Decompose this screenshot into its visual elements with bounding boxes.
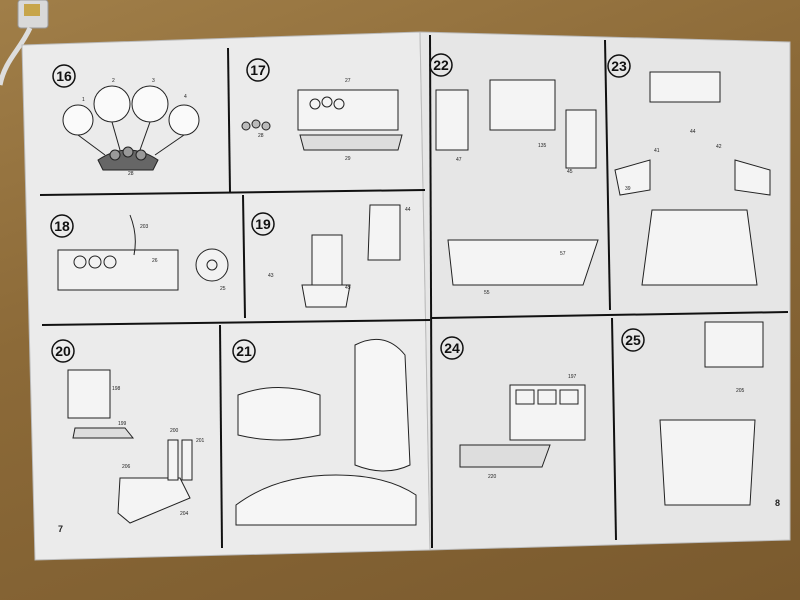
svg-text:25: 25 <box>220 286 226 292</box>
page-number-right: 8 <box>775 498 780 508</box>
svg-text:201: 201 <box>196 438 205 444</box>
svg-text:220: 220 <box>488 474 497 480</box>
svg-text:4: 4 <box>184 94 187 100</box>
dashboard-drawing <box>241 89 403 151</box>
svg-text:57: 57 <box>560 251 566 257</box>
svg-text:2: 2 <box>112 78 115 84</box>
step-numbers: 16 17 18 19 20 21 22 23 24 25 <box>50 53 645 363</box>
svg-text:55: 55 <box>484 290 490 296</box>
step-25: 25 <box>625 332 641 348</box>
svg-text:29: 29 <box>345 156 351 162</box>
step-19: 19 <box>255 216 271 232</box>
step-22: 22 <box>433 57 449 73</box>
svg-text:198: 198 <box>112 386 121 392</box>
svg-text:200: 200 <box>170 428 179 434</box>
svg-text:45: 45 <box>567 169 573 175</box>
svg-text:203: 203 <box>140 224 149 230</box>
step-21: 21 <box>236 343 252 359</box>
step-24: 24 <box>444 340 460 356</box>
interior-seats-drawing <box>435 79 599 286</box>
rear-panel-drawing <box>459 384 586 468</box>
svg-text:206: 206 <box>122 464 131 470</box>
svg-text:44: 44 <box>405 207 411 213</box>
svg-text:39: 39 <box>625 186 631 192</box>
step-16: 16 <box>56 68 72 84</box>
step-18: 18 <box>54 218 70 234</box>
svg-text:135: 135 <box>538 143 547 149</box>
svg-text:47: 47 <box>456 157 462 163</box>
seats-drawing <box>301 204 401 308</box>
svg-text:27: 27 <box>345 78 351 84</box>
svg-text:41: 41 <box>654 148 660 154</box>
step-23: 23 <box>611 58 627 74</box>
dash-wheel-drawing <box>57 214 229 291</box>
svg-text:28: 28 <box>258 133 264 139</box>
svg-text:44: 44 <box>690 129 696 135</box>
svg-text:199: 199 <box>118 421 127 427</box>
svg-text:204: 204 <box>180 511 189 517</box>
svg-text:1: 1 <box>82 97 85 103</box>
interior-assembly-drawing <box>614 71 771 286</box>
full-assembly-drawing <box>659 321 764 506</box>
console-drawing <box>67 369 193 524</box>
step-17: 17 <box>250 62 266 78</box>
svg-text:43: 43 <box>268 273 274 279</box>
svg-text:42: 42 <box>716 144 722 150</box>
svg-text:26: 26 <box>152 258 158 264</box>
page-number-left: 7 <box>58 524 63 534</box>
svg-text:28: 28 <box>128 171 134 177</box>
panel-grid <box>39 34 789 549</box>
svg-text:205: 205 <box>736 388 745 394</box>
usb-cable <box>0 0 49 86</box>
gauges-drawing <box>62 85 200 171</box>
step-20: 20 <box>55 343 71 359</box>
svg-text:3: 3 <box>152 78 155 84</box>
svg-text:197: 197 <box>568 374 577 380</box>
car-body-drawing <box>235 338 417 526</box>
svg-text:45: 45 <box>345 285 351 291</box>
